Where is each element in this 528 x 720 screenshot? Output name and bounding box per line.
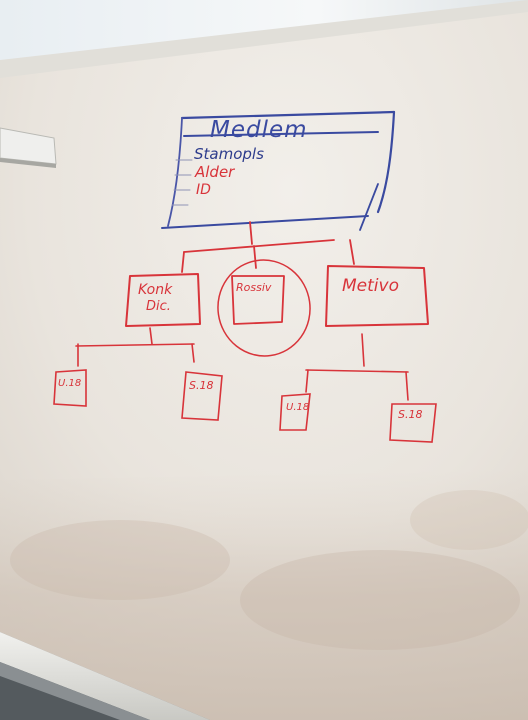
stain-spot xyxy=(10,520,230,600)
leaf-label-2: S.18 xyxy=(189,379,213,392)
connector-lines xyxy=(181,221,355,273)
leaf-label-3: U.18 xyxy=(286,402,309,413)
node-left-box xyxy=(125,273,201,327)
node-left-label-2: Dic. xyxy=(146,299,171,314)
eraser xyxy=(0,127,57,168)
table-field-3: ID xyxy=(196,182,211,198)
child-connectors xyxy=(75,327,409,401)
leaf-label-1: U.18 xyxy=(58,378,81,389)
stain-spot xyxy=(410,490,528,550)
table-title: Medlem xyxy=(210,117,308,143)
board-tray xyxy=(0,632,210,720)
board-frame-top xyxy=(0,0,528,80)
stain-spot xyxy=(240,550,520,650)
board-tray-shadow xyxy=(0,662,150,720)
node-right-box xyxy=(325,265,429,327)
node-right-label: Metivo xyxy=(342,276,399,296)
leaf-box-2 xyxy=(181,371,223,421)
table-field-2: Alder xyxy=(194,163,235,181)
leaf-box-4 xyxy=(389,403,437,443)
leaf-label-4: S.18 xyxy=(398,408,422,421)
table-field-1: Stamopls xyxy=(194,145,264,163)
node-left-label-1: Konk xyxy=(138,282,173,298)
board-stain xyxy=(0,470,528,720)
node-center-box xyxy=(217,259,311,357)
leaf-box-3 xyxy=(279,393,311,431)
node-center-label: Rossiv xyxy=(236,281,272,294)
leaf-box-1 xyxy=(53,369,87,407)
table-box xyxy=(161,110,396,231)
